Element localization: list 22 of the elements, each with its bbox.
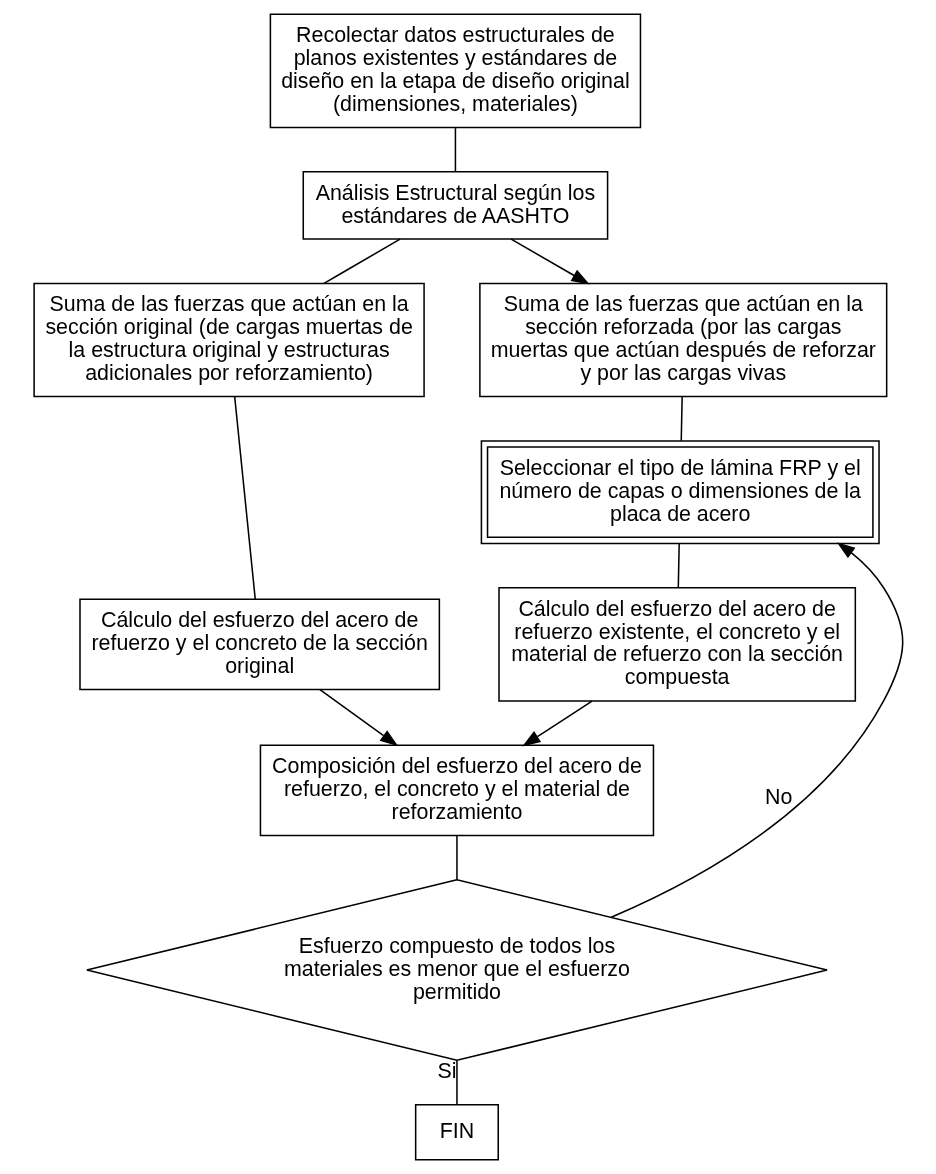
node-box: FIN (414, 1103, 499, 1161)
arrow (521, 700, 593, 747)
connector (680, 395, 683, 442)
node-box: Suma de las fuerzas que actúan en la sección reforzada (por las cargas muertas que actúan después de reforzar y por las cargas vivas (478, 282, 887, 398)
node-diamond: Esfuerzo compuesto de todos los materiales es menor que el esfuerzo permitido (85, 879, 828, 1062)
connector (677, 543, 680, 589)
node-box: Cálculo del esfuerzo del acero de refuerzo y el concreto de la sección original (78, 598, 440, 691)
arrow (318, 688, 398, 747)
node-box: Seleccionar el tipo de lámina FRP y el número de capas o dimensiones de la placa de acero (480, 440, 880, 545)
node-box: Análisis Estructural según los estándares de AASHTO (302, 171, 608, 240)
node-box: Recolectar datos estructurales de planos existentes y estándares de diseño en la etapa de diseño original (dimensiones, materiales) (269, 13, 641, 129)
connector (322, 238, 401, 285)
connector (455, 1059, 458, 1105)
connector (233, 396, 256, 600)
node-box: Cálculo del esfuerzo del acero de refuerzo existente, el concreto y el material de refuerzo con la sección compuesta (497, 587, 856, 702)
connector (454, 127, 456, 173)
arrow (509, 238, 590, 285)
node-box: Composición del esfuerzo del acero de refuerzo, el concreto y el material de reforzamiento (259, 744, 654, 837)
connector (455, 834, 458, 881)
node-box: Suma de las fuerzas que actúan en la sección original (de cargas muertas de la estructura original y estructuras adicionales por reforzamiento) (32, 282, 425, 398)
arrow (609, 542, 903, 919)
edge-label: No (764, 785, 792, 810)
